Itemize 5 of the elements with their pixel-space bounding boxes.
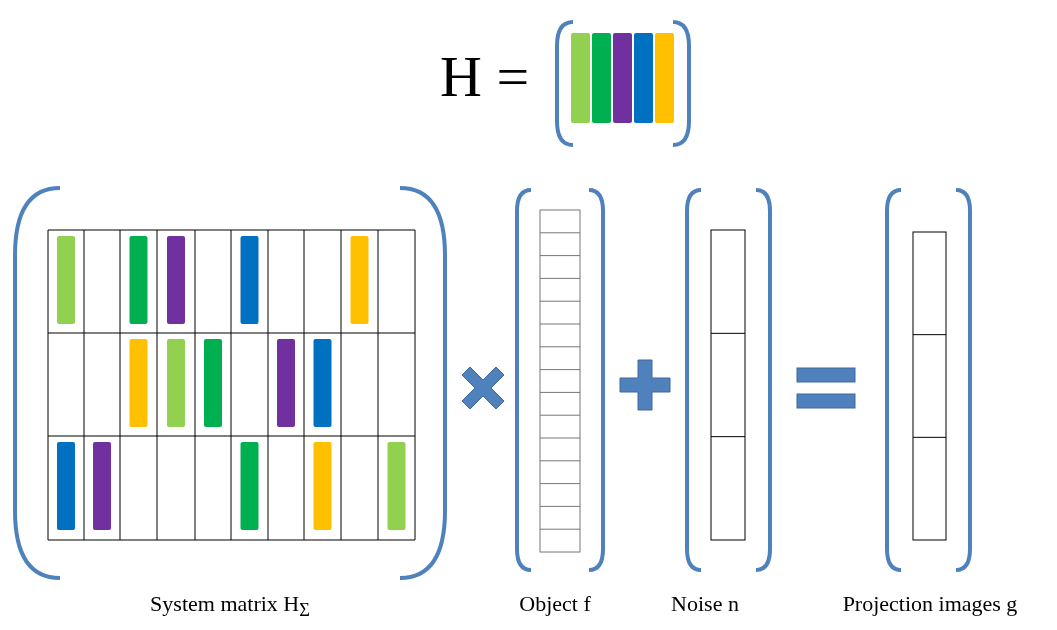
matrix-caption: System matrix H$_{Σ}$ (150, 592, 310, 621)
equation-label: H = (440, 45, 530, 109)
vector-caption: Object f (519, 592, 591, 617)
vector-caption: Noise n (671, 592, 739, 617)
vector-caption: Projection images g (842, 592, 1018, 617)
